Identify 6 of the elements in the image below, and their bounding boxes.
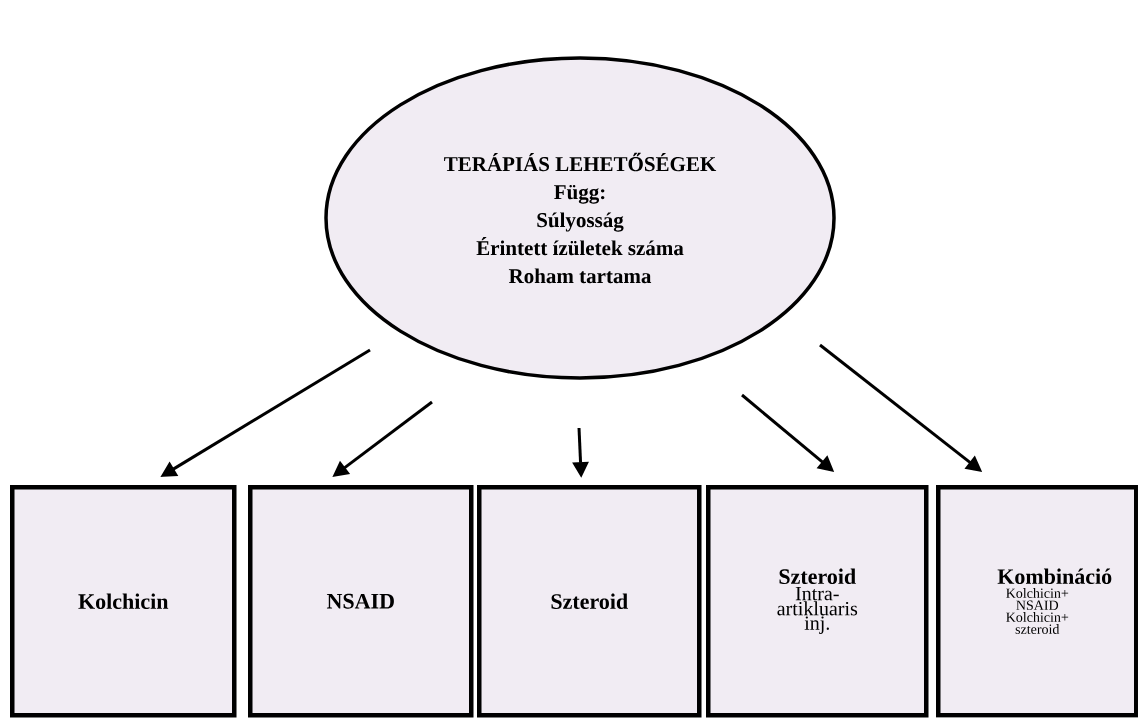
therapy-box: Kolchicin [10,485,237,718]
therapy-box: NSAID [248,485,474,718]
ellipse-node: TERÁPIÁS LEHETŐSÉGEK Függ: Súlyosság Érintett ízületek száma Roham tartama [324,56,836,380]
therapy-box: Szteroid Intra-artikluaris inj. [706,485,929,718]
therapy-box: Szteroid [477,485,702,718]
therapy-box: Kombináció Kolchicin+ NSAID Kolchicin+ szteroid [936,485,1138,718]
